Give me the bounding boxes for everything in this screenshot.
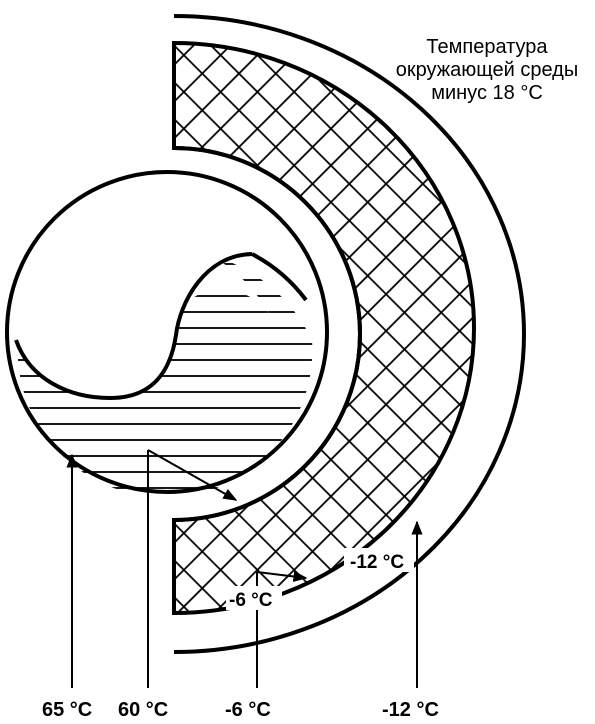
callout-label-65: 65 °C: [42, 699, 92, 721]
callout-label-minus12: -12 °C: [382, 699, 439, 721]
middle-shell-arc: [173, 146, 362, 522]
ambient-line-1: Температура: [426, 36, 548, 58]
callout-label-60: 60 °C: [118, 699, 168, 721]
ambient-line-2: окружающей среды: [395, 59, 579, 81]
callout-label-minus6: -6 °C: [225, 699, 271, 721]
hatched-hot-zone: [16, 255, 313, 498]
minus12-label-bg: [344, 548, 414, 572]
ambient-temperature-label: Температура окружающей среды минус 18 °C: [372, 36, 595, 105]
ambient-line-3: минус 18 °C: [431, 82, 543, 104]
callout-arrow-minus6: [256, 570, 308, 583]
hot-zone-top-edge: [251, 252, 308, 302]
callout-arrow-60: [147, 449, 238, 501]
minus6-inline-label: -6 °C: [229, 590, 273, 611]
outer-thin-arc: [173, 14, 526, 654]
hot-zone-boundary-s-curve: [14, 252, 253, 401]
minus6-label-bg: [226, 586, 282, 610]
minus12-inline-label: -12 °C: [350, 552, 404, 573]
